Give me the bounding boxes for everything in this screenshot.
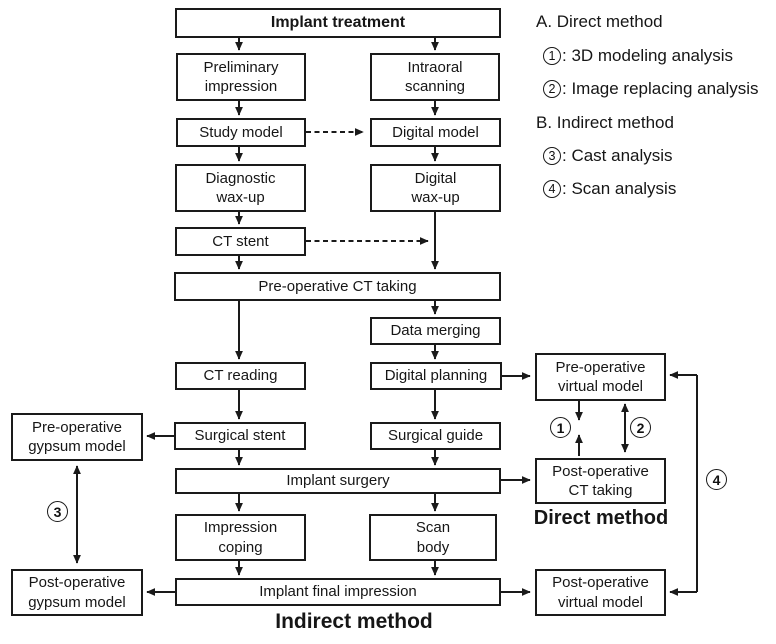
legend-group-a: A. Direct method <box>536 12 663 31</box>
node-study-model: Study model <box>176 118 306 147</box>
legend-item-2: 2 : Image replacing analysis <box>543 79 759 99</box>
node-digital-model: Digital model <box>370 118 501 147</box>
legend-3-circle: 3 <box>543 147 561 165</box>
node-label: Digital wax-up <box>411 169 460 206</box>
node-label: Post-operative gypsum model <box>28 574 126 611</box>
node-digital-planning: Digital planning <box>370 362 502 390</box>
node-surgical-stent: Surgical stent <box>174 422 306 450</box>
node-label: Post-operative CT taking <box>552 462 649 499</box>
marker-2-circle: 2 <box>630 417 651 438</box>
marker-3-circle: 3 <box>47 501 68 522</box>
legend-item-1: 1 : 3D modeling analysis <box>543 46 733 66</box>
node-surgical-guide: Surgical guide <box>370 422 501 450</box>
legend-4-circle: 4 <box>543 180 561 198</box>
node-preliminary-impression: Preliminary impression <box>176 53 306 101</box>
node-implant-treatment: Implant treatment <box>175 8 501 38</box>
legend-item-text: : 3D modeling analysis <box>562 46 734 65</box>
legend-1-circle: 1 <box>543 47 561 65</box>
node-preoperative-ct-taking: Pre-operative CT taking <box>174 272 501 301</box>
marker-4-circle: 4 <box>706 469 727 490</box>
legend-item-text: : Image replacing analysis <box>562 79 759 98</box>
node-label: Scan body <box>415 519 451 556</box>
node-intraoral-scanning: Intraoral scanning <box>370 53 500 101</box>
node-postoperative-virtual-model: Post-operative virtual model <box>535 569 666 616</box>
node-implant-surgery: Implant surgery <box>175 468 501 494</box>
node-ct-reading: CT reading <box>175 362 306 390</box>
node-label: Impression coping <box>203 519 278 556</box>
node-label: Preliminary impression <box>203 58 279 95</box>
node-scan-body: Scan body <box>369 514 497 561</box>
node-postoperative-ct-taking: Post-operative CT taking <box>535 458 666 504</box>
node-data-merging: Data merging <box>370 317 501 345</box>
legend-item-text: : Cast analysis <box>562 146 673 165</box>
legend-group-b: B. Indirect method <box>536 113 674 132</box>
legend-item-3: 3 : Cast analysis <box>543 146 673 166</box>
node-preoperative-virtual-model: Pre-operative virtual model <box>535 353 666 401</box>
indirect-method-label: Indirect method <box>275 610 433 633</box>
legend: A. Direct method 1 : 3D modeling analysi… <box>536 10 772 210</box>
node-impression-coping: Impression coping <box>175 514 306 561</box>
node-label: Diagnostic wax-up <box>205 169 276 206</box>
node-preoperative-gypsum-model: Pre-operative gypsum model <box>11 413 143 461</box>
legend-item-text: : Scan analysis <box>562 179 677 198</box>
direct-method-label: Direct method <box>533 507 669 529</box>
node-implant-final-impression: Implant final impression <box>175 578 501 606</box>
node-label: Intraoral scanning <box>404 58 466 95</box>
node-diagnostic-waxup: Diagnostic wax-up <box>175 164 306 212</box>
node-label: Pre-operative virtual model <box>555 358 646 395</box>
node-digital-waxup: Digital wax-up <box>370 164 501 212</box>
legend-item-4: 4 : Scan analysis <box>543 179 676 199</box>
node-label: Post-operative virtual model <box>552 574 649 611</box>
marker-1-circle: 1 <box>550 417 571 438</box>
node-label: Pre-operative gypsum model <box>28 418 126 455</box>
legend-2-circle: 2 <box>543 80 561 98</box>
node-ct-stent: CT stent <box>175 227 306 256</box>
node-postoperative-gypsum-model: Post-operative gypsum model <box>11 569 143 616</box>
